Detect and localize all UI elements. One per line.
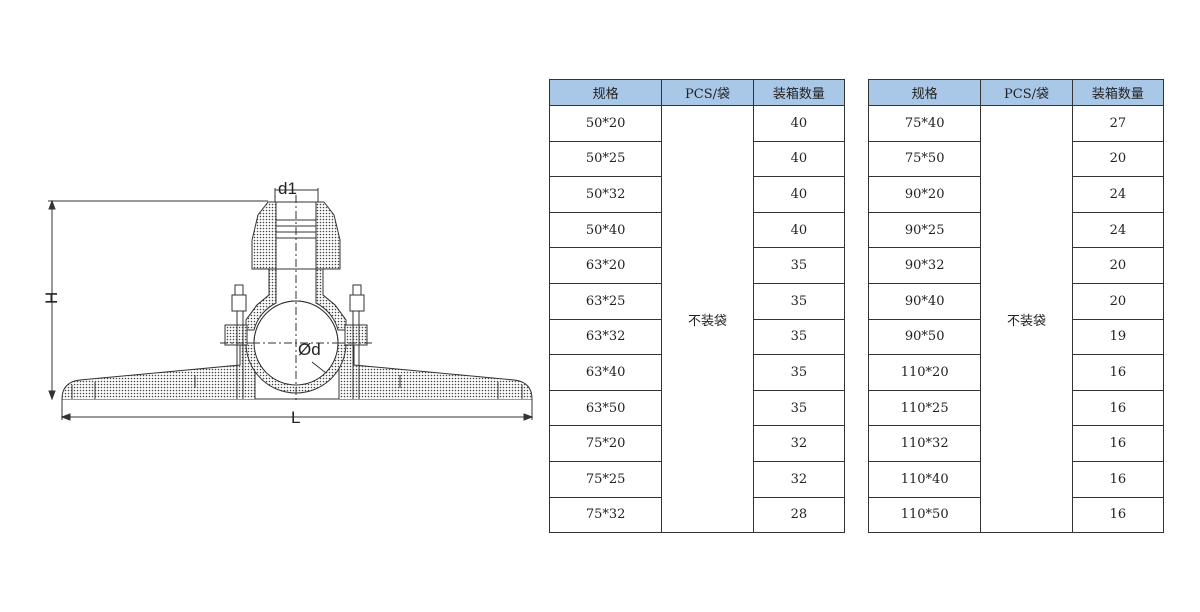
- spec-cell: 90*32: [867, 247, 982, 284]
- box-qty-cell: 24: [1071, 211, 1165, 249]
- spec-cell: 63*20: [548, 247, 663, 284]
- spec-cell: 110*40: [867, 460, 982, 498]
- box-qty-cell: 40: [752, 105, 846, 142]
- h-label: H: [42, 292, 61, 304]
- box-qty-cell: 16: [1071, 496, 1165, 534]
- box-qty-cell: 20: [1071, 282, 1165, 320]
- spec-cell: 75*20: [548, 425, 663, 462]
- box-qty-cell: 16: [1071, 425, 1165, 462]
- spec-cell: 63*32: [548, 318, 663, 356]
- table-row: 63*25 35: [548, 282, 846, 320]
- box-qty-cell: 20: [1071, 140, 1165, 178]
- box-qty-cell: 27: [1071, 105, 1165, 142]
- saddle-clamp-diagram: d1 H Ød L: [42, 179, 534, 427]
- table-row: 90*50 19: [867, 318, 1165, 356]
- table-row: 75*32 28: [548, 496, 846, 534]
- spec-cell: 90*50: [867, 318, 982, 356]
- table-row: 50*25 40: [548, 140, 846, 178]
- spec-cell: 90*20: [867, 176, 982, 213]
- diameter-label: Ød: [298, 340, 321, 359]
- spec-cell: 50*25: [548, 140, 663, 178]
- box-qty-cell: 40: [752, 176, 846, 213]
- spec-cell: 75*50: [867, 140, 982, 178]
- box-qty-cell: 32: [752, 460, 846, 498]
- box-qty-cell: 19: [1071, 318, 1165, 356]
- box-qty-cell: 28: [752, 496, 846, 534]
- table-row: 90*20 24: [867, 176, 1165, 213]
- column-header: 规格: [548, 79, 663, 106]
- table-row: 63*50 35: [548, 389, 846, 427]
- spec-cell: 75*25: [548, 460, 663, 498]
- table-row: 50*40 40: [548, 211, 846, 249]
- spec-cell: 110*32: [867, 425, 982, 462]
- spec-cell: 110*50: [867, 496, 982, 534]
- box-qty-cell: 35: [752, 318, 846, 356]
- column-header: 规格: [867, 79, 982, 106]
- table-row: 110*50 16: [867, 496, 1165, 534]
- table-row: 63*40 35: [548, 354, 846, 391]
- table-row: 63*20 35: [548, 247, 846, 284]
- column-header: 装箱数量: [752, 79, 846, 106]
- spec-cell: 75*32: [548, 496, 663, 534]
- spec-cell: 90*40: [867, 282, 982, 320]
- spec-cell: 110*20: [867, 354, 982, 391]
- box-qty-cell: 40: [752, 140, 846, 178]
- spec-cell: 50*20: [548, 105, 663, 142]
- pcs-per-bag-cell: 不装袋: [661, 104, 754, 534]
- box-qty-cell: 35: [752, 282, 846, 320]
- spec-cell: 75*40: [867, 105, 982, 142]
- pcs-per-bag-cell: 不装袋: [980, 104, 1073, 534]
- table-row: 110*20 16: [867, 354, 1165, 391]
- box-qty-cell: 16: [1071, 460, 1165, 498]
- spec-cell: 50*32: [548, 176, 663, 213]
- spec-cell: 63*50: [548, 389, 663, 427]
- column-header: PCS/袋: [661, 79, 754, 106]
- box-qty-cell: 20: [1071, 247, 1165, 284]
- box-qty-cell: 16: [1071, 354, 1165, 391]
- l-label: L: [291, 408, 300, 427]
- table-row: 90*40 20: [867, 282, 1165, 320]
- d1-label: d1: [278, 179, 297, 198]
- table-row: 110*32 16: [867, 425, 1165, 462]
- box-qty-cell: 16: [1071, 389, 1165, 427]
- box-qty-cell: 35: [752, 389, 846, 427]
- spec-cell: 63*40: [548, 354, 663, 391]
- spec-cell: 110*25: [867, 389, 982, 427]
- spec-cell: 50*40: [548, 211, 663, 249]
- table-row: 110*25 16: [867, 389, 1165, 427]
- spec-cell: 90*25: [867, 211, 982, 249]
- box-qty-cell: 40: [752, 211, 846, 249]
- box-qty-cell: 35: [752, 247, 846, 284]
- box-qty-cell: 24: [1071, 176, 1165, 213]
- table-row: 50*32 40: [548, 176, 846, 213]
- column-header: PCS/袋: [980, 79, 1073, 106]
- table-row: 110*40 16: [867, 460, 1165, 498]
- box-qty-cell: 32: [752, 425, 846, 462]
- column-header: 装箱数量: [1071, 79, 1165, 106]
- spec-cell: 63*25: [548, 282, 663, 320]
- box-qty-cell: 35: [752, 354, 846, 391]
